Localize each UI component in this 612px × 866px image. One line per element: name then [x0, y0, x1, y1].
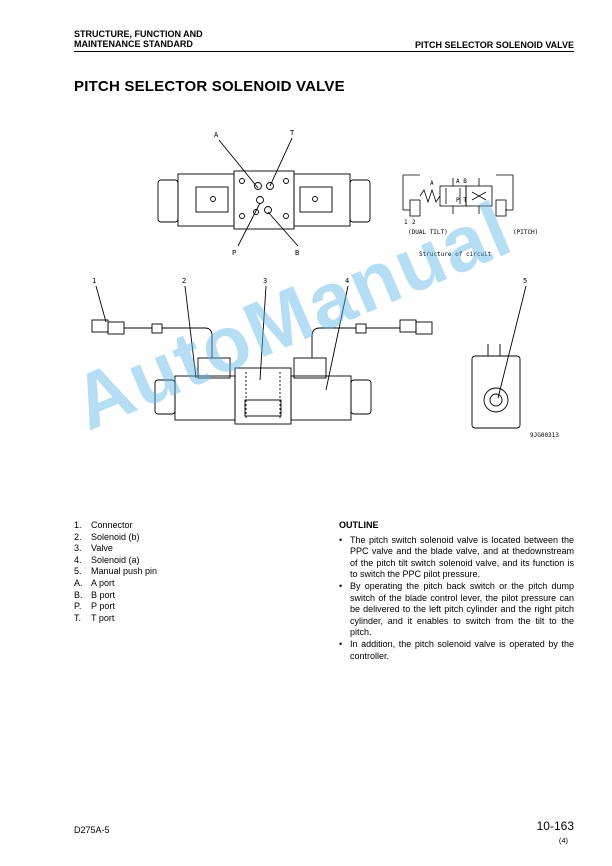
header-section: STRUCTURE, FUNCTION AND MAINTENANCE STAN… [74, 29, 203, 49]
outline-item: •The pitch switch solenoid valve is loca… [339, 534, 574, 580]
outline-heading: OUTLINE [339, 520, 379, 530]
footer-page-number: 10-163 [536, 819, 574, 833]
label-a: A [214, 131, 219, 139]
header-topic: PITCH SELECTOR SOLENOID VALVE [414, 40, 574, 50]
header-rule [74, 51, 574, 52]
parts-list-item: 3.Valve [74, 543, 113, 554]
outline-section: OUTLINE •The pitch switch solenoid valve… [339, 520, 574, 662]
callout-5: 5 [523, 277, 527, 285]
circuit-port-a: A [430, 180, 434, 187]
circuit-port-ab: A B [456, 178, 467, 185]
callout-4: 4 [345, 277, 349, 285]
label-pitch: (PITCH) [513, 229, 538, 236]
footer-model: D275A-5 [74, 825, 110, 835]
header-line-1: STRUCTURE, FUNCTION AND [74, 29, 203, 39]
parts-list-item: T.T port [74, 612, 115, 623]
parts-list-item: 2.Solenoid (b) [74, 531, 140, 542]
header-line-2: MAINTENANCE STANDARD [74, 39, 193, 49]
callout-1: 1 [92, 277, 96, 285]
label-dual-tilt: (DUAL TILT) [408, 229, 448, 236]
parts-list-item: B.B port [74, 589, 116, 600]
circuit-num-2: 2 [412, 219, 416, 226]
parts-list-item: A.A port [74, 577, 115, 588]
parts-list-item: 5.Manual push pin [74, 566, 158, 577]
parts-list-item: 1.Connector [74, 520, 133, 530]
valve-figure: A T P B A A B P T (DUAL TILT) (PITCH) 1 … [91, 129, 559, 439]
label-p: P [232, 249, 236, 257]
outline-item: •By operating the pitch back switch or t… [339, 580, 574, 638]
parts-list: 1.Connector 2.Solenoid (b) 3.Valve 4.Sol… [74, 520, 157, 624]
callout-3: 3 [263, 277, 267, 285]
circuit-num-1: 1 [404, 219, 408, 226]
outline-item: •In addition, the pitch solenoid valve i… [339, 638, 574, 661]
footer-revision: (4) [558, 836, 568, 845]
page-title: PITCH SELECTOR SOLENOID VALVE [74, 78, 345, 95]
label-b: B [295, 249, 299, 257]
parts-list-item: 4.Solenoid (a) [74, 554, 140, 565]
parts-list-item: P.P port [74, 601, 115, 612]
label-t: T [290, 129, 295, 137]
circuit-caption: Structure of circuit [419, 251, 492, 258]
circuit-port-pt: P T [456, 197, 467, 204]
callout-2: 2 [182, 277, 186, 285]
drawing-number: 9JG00313 [530, 432, 559, 439]
